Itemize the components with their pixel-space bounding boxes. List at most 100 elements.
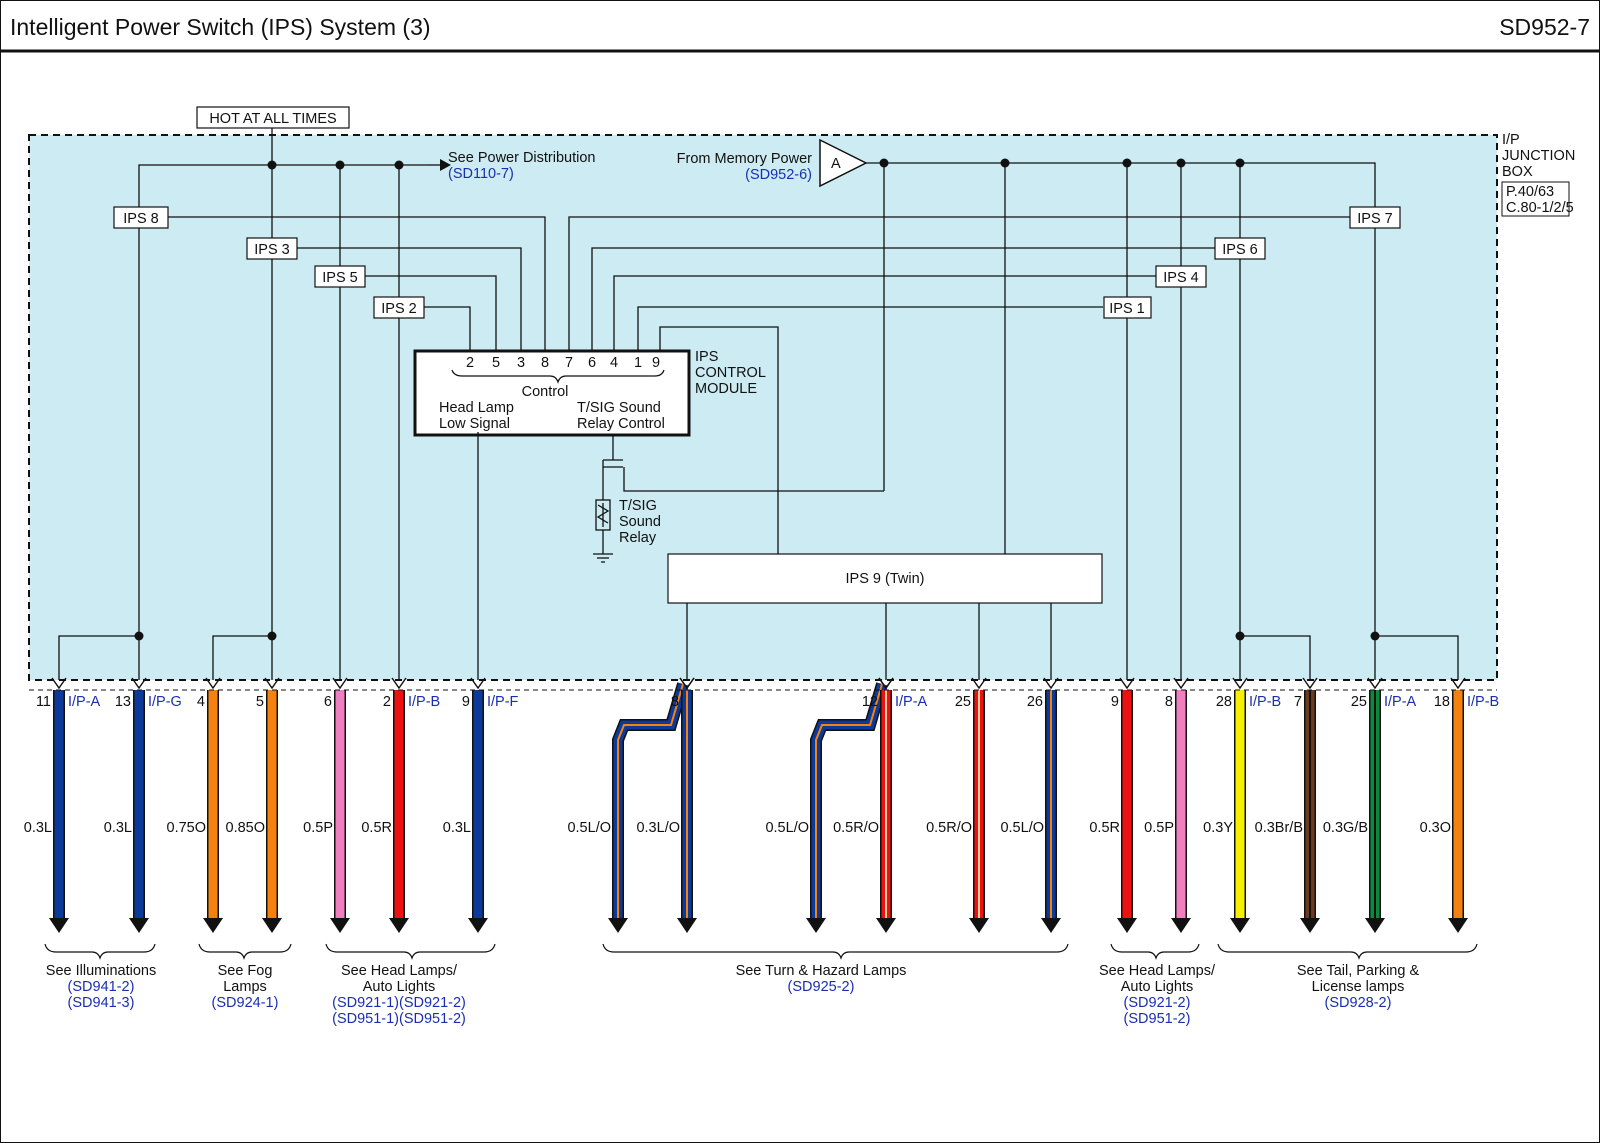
group-fog-line: Lamps [223,979,267,995]
pin-marker [971,677,987,690]
ips-7-label: IPS 7 [1357,211,1392,227]
connector-name: I/P-F [487,694,519,710]
wire-arrow [806,918,826,933]
pin-marker [1302,677,1318,690]
wire-label: 0.3G/B [1323,820,1368,836]
wire-arrow [876,918,896,933]
group-headlamp2-ref: (SD951-2) [1124,1011,1191,1027]
module-pin-numbers: 2 5 3 8 7 6 4 1 9 [466,355,660,371]
wire-arrow [389,918,409,933]
group-illum-ref: (SD941-3) [68,995,135,1011]
group-headlamp2-line: See Head Lamps/ [1099,963,1216,979]
right-power-bus [623,162,1376,554]
connector-name: I/P-A [1384,694,1417,710]
pin-number: 13 [115,694,131,710]
connector-name: I/P-G [148,694,182,710]
pin-marker [391,677,407,690]
pin-number: 6 [324,694,332,710]
power-dist-ref: (SD110-7) [448,166,514,182]
jb-ref-1: P.40/63 [1506,184,1554,200]
relay-line-1: T/SIG [619,498,657,514]
wire-label: 0.5L/O [765,820,809,836]
wire-label: 0.5P [1144,820,1174,836]
pin-marker [1367,677,1383,690]
group-fog-ref: (SD924-1) [212,995,279,1011]
group-tail-line: License lamps [1312,979,1405,995]
pin-number: 9 [1111,694,1119,710]
group-tail-line: See Tail, Parking & [1297,963,1420,979]
pin-marker [470,677,486,690]
group-tail-ref: (SD928-2) [1325,995,1392,1011]
pin-marker [1232,677,1248,690]
module-right-line-2: Relay Control [577,416,665,432]
wire-arrow [330,918,350,933]
jb-line-3: BOX [1502,164,1533,180]
wire-label: 0.5L/O [1000,820,1044,836]
ips-6-label: IPS 6 [1222,242,1257,258]
module-left-line-1: Head Lamp [439,400,514,416]
wire-label: 0.5P [303,820,333,836]
wire-label: 0.3Br/B [1255,820,1303,836]
ips-9-box [667,553,1103,604]
ips-3-label: IPS 3 [254,242,289,258]
power-dist-arrow [440,159,451,171]
group-headlamp-line: Auto Lights [363,979,436,995]
wire-label: 0.5L/O [567,820,611,836]
wire-label: 0.3L [104,820,132,836]
pin-marker [878,677,894,690]
relay-line-2: Sound [619,514,661,530]
module-name-2: CONTROL [695,365,766,381]
pin-number: 25 [1351,694,1367,710]
ips-switch-labels: IPS 8 IPS 3 IPS 5 IPS 2 IPS 7 IPS 6 IPS … [113,206,1401,319]
module-pin: 4 [610,355,618,371]
wire-label: 0.5R/O [833,820,879,836]
connector-a-triangle [819,138,868,188]
module-pin: 8 [541,355,549,371]
pin-number: 8 [671,694,679,710]
relay-line-3: Relay [619,530,657,546]
control-brace [451,369,665,384]
hot-label: HOT AT ALL TIMES [209,111,336,127]
power-dist-label: See Power Distribution [448,150,596,166]
pin-marker [131,677,147,690]
wire-label: 0.3O [1420,820,1451,836]
ips-output-wires [138,228,1376,680]
wire-arrow [262,918,282,933]
module-name-3: MODULE [695,381,757,397]
jb-ref-box [1501,181,1570,217]
ips-8-label: IPS 8 [123,211,158,227]
group-illum-line: See Illuminations [46,963,156,979]
hot-label-box [196,106,350,129]
module-pin: 6 [588,355,596,371]
group-fog-line: See Fog [218,963,273,979]
pin-marker [1450,677,1466,690]
wire-label: 0.85O [226,820,266,836]
module-pin: 5 [492,355,500,371]
junction-box-label: I/P JUNCTION BOX P.40/63 C.80-1/2/5 [1501,132,1575,217]
group-turn-line: See Turn & Hazard Lamps [736,963,907,979]
jb-ref-2: C.80-1/2/5 [1506,200,1574,216]
wire-arrow [49,918,69,933]
pin-marker [679,677,695,690]
wire-arrow [969,918,989,933]
memory-power-ref: (SD952-6) [745,167,812,183]
wire-label: 0.5R/O [926,820,972,836]
wire-label: 0.3L/O [636,820,680,836]
group-captions: See Illuminations (SD941-2) (SD941-3) Se… [46,963,1420,1027]
tsig-sound-relay [593,435,623,563]
group-turn-ref: (SD925-2) [788,979,855,995]
pin-number: 7 [1294,694,1302,710]
pin-number: 4 [197,694,205,710]
connector-name: I/P-B [1249,694,1281,710]
ips-9-label: IPS 9 (Twin) [846,571,925,587]
pin-marker [1173,677,1189,690]
wire-arrow [1117,918,1137,933]
pin-number: 5 [256,694,264,710]
module-name-1: IPS [695,349,718,365]
module-pin: 9 [652,355,660,371]
wire-label: 0.3Y [1203,820,1233,836]
module-pin: 7 [565,355,573,371]
ips-control-module [413,349,691,437]
